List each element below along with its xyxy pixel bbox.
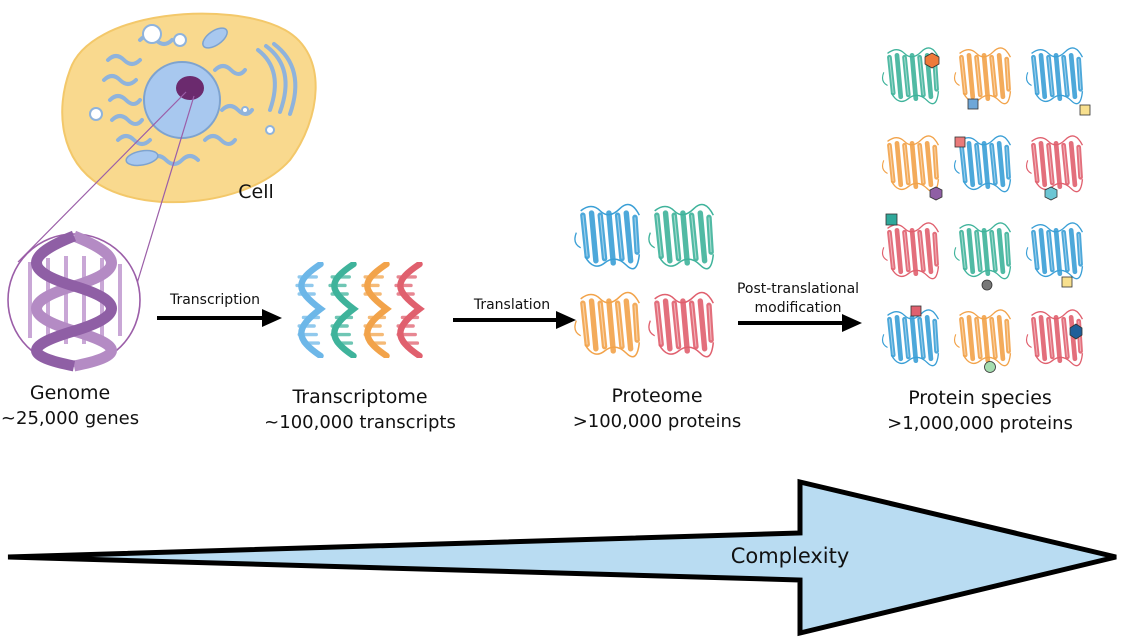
- protein-species-subtitle: >1,000,000 proteins: [887, 413, 1073, 434]
- translation-label: Translation: [473, 297, 551, 313]
- genome-title: Genome: [29, 382, 111, 404]
- transcriptome-title: Transcriptome: [292, 386, 428, 408]
- proteome-illustration: [575, 205, 713, 357]
- dna-illustration: [7, 230, 141, 372]
- cell-label: Cell: [238, 181, 274, 203]
- protein-species-illustration: [883, 48, 1091, 373]
- ptm-arrow: [738, 314, 862, 332]
- genome-subtitle: ~25,000 genes: [0, 408, 140, 429]
- translation-arrow: [453, 311, 576, 329]
- complexity-label: Complexity: [730, 544, 850, 568]
- ptm-label-line1: Post-translational: [736, 281, 860, 297]
- complexity-arrow: [7, 478, 1117, 637]
- endoplasmic-reticulum: [102, 34, 254, 166]
- mitochondria: [125, 27, 228, 167]
- process-arrows: [157, 309, 862, 332]
- protein-species-title: Protein species: [908, 387, 1052, 409]
- vesicles: [89, 24, 275, 135]
- transcription-arrow: [157, 309, 282, 327]
- transcription-label: Transcription: [169, 292, 261, 308]
- proteome-subtitle: >100,000 proteins: [572, 411, 742, 432]
- ptm-label-line2: modification: [754, 300, 842, 316]
- ptm-markers: [885, 52, 1091, 373]
- nucleolus: [176, 76, 204, 100]
- cell-illustration: [61, 12, 317, 204]
- proteome-title: Proteome: [611, 385, 703, 407]
- nucleus: [143, 61, 221, 139]
- zoom-lines: [17, 91, 195, 301]
- transcriptome-subtitle: ~100,000 transcripts: [264, 412, 456, 433]
- golgi-apparatus: [256, 42, 298, 116]
- rna-illustration: [297, 264, 419, 356]
